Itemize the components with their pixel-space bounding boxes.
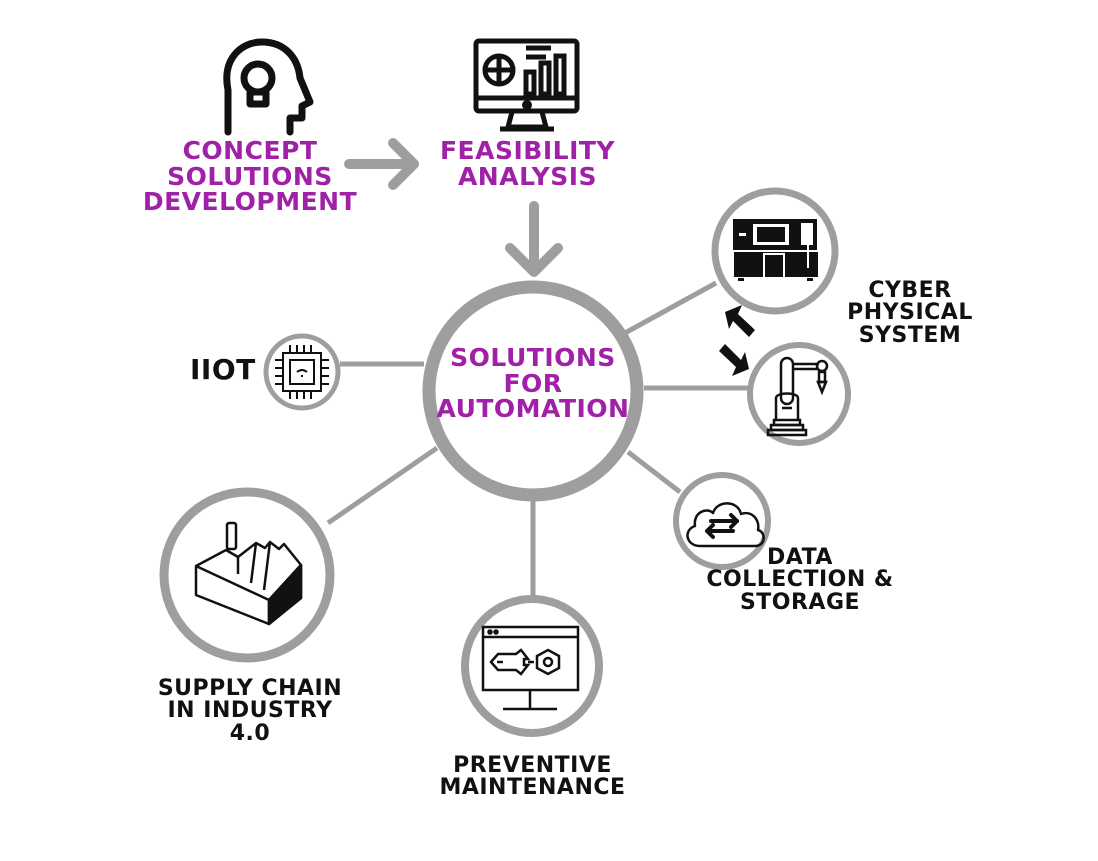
connector-supply xyxy=(326,445,439,526)
connector-machine xyxy=(623,280,718,336)
arrow-right-icon xyxy=(344,138,419,190)
preventive-maintenance-label: PREVENTIVE MAINTENANCE xyxy=(439,753,626,801)
hub-circle xyxy=(422,280,644,502)
feasibility-analysis-label: FEASIBILITY ANALYSIS xyxy=(439,136,616,191)
monitor-analytics-icon xyxy=(473,38,580,132)
cyber-physical-label: CYBER PHYSICAL SYSTEM xyxy=(847,278,973,348)
hub-label: SOLUTIONS FOR AUTOMATION xyxy=(436,343,630,423)
monitor-wrench-gear-icon xyxy=(481,625,580,711)
connector-cloud xyxy=(626,450,682,494)
factory-icon xyxy=(194,521,303,626)
iiot-label: IIOT xyxy=(190,353,256,386)
bidirectional-arrows-icon xyxy=(719,305,755,376)
iiot-circle xyxy=(263,333,341,411)
supply-circle xyxy=(159,487,335,663)
chip-icon xyxy=(275,345,329,399)
machine-circle xyxy=(711,187,839,315)
robot-arm-icon xyxy=(766,356,829,437)
supply-chain-label: SUPPLY CHAIN IN INDUSTRY 4.0 xyxy=(157,676,343,746)
machine-icon xyxy=(733,219,818,281)
robot-circle xyxy=(747,342,851,446)
arrow-down-icon xyxy=(505,201,563,277)
concept-solutions-label: CONCEPT SOLUTIONS DEVELOPMENT xyxy=(142,136,358,216)
connectors xyxy=(326,280,748,596)
head-lightbulb-icon xyxy=(223,38,314,136)
data-collection-label: DATA COLLECTION & STORAGE xyxy=(706,545,894,615)
cloud-transfer-icon xyxy=(686,502,765,548)
